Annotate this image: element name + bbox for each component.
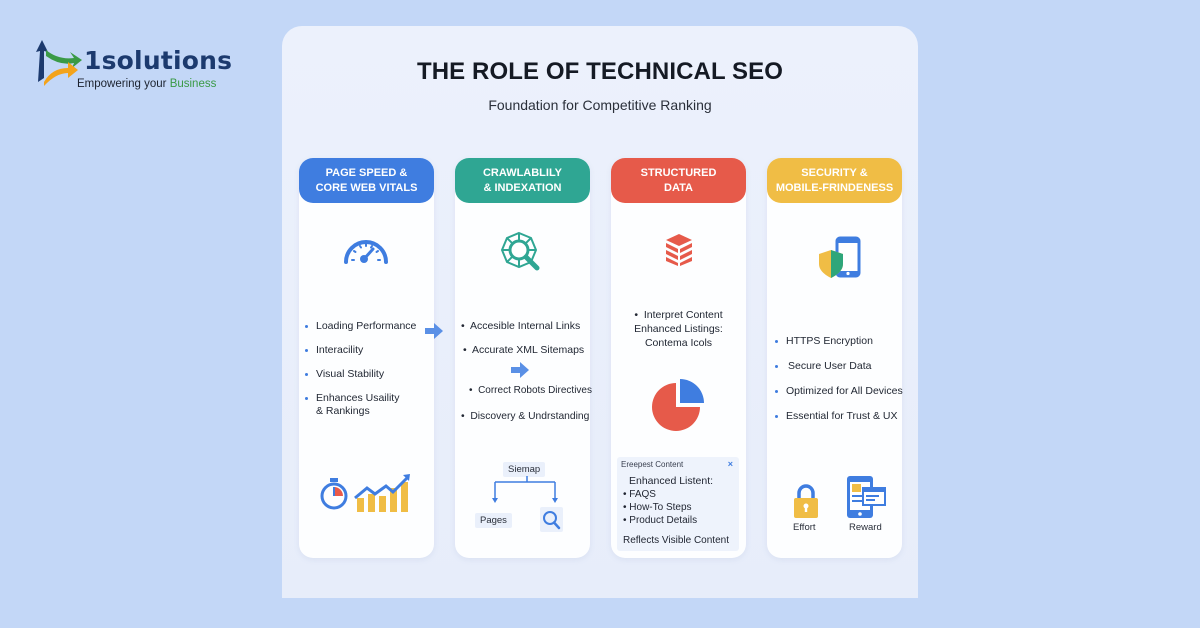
text-line: Contema Icols: [644, 337, 713, 349]
structured-data-text: • Interpret Content Enhanced Listings: C…: [611, 308, 746, 350]
bullet-item: HTTPS Encryption: [775, 335, 903, 348]
pages-node: Pages: [475, 513, 512, 528]
padlock-icon: [794, 484, 818, 518]
card-list: • FAQS • How-To Steps • Product Details: [623, 488, 697, 527]
logo-brand-text: 1solutions: [84, 46, 233, 75]
search-icon: [543, 511, 561, 530]
growth-chart-icon: [354, 474, 410, 512]
column-security-mobile: SECURITY & MOBILE-FRINDENESS HTTPS Encry…: [767, 158, 903, 558]
card-list-item: • Product Details: [623, 515, 698, 526]
column-page-speed: PAGE SPEED & CORE WEB VITALS Loading Per…: [299, 158, 434, 558]
logo-mark-icon: [36, 40, 82, 86]
column-heading: STRUCTURED DATA: [611, 158, 746, 203]
bullet-item: Interacility: [305, 344, 416, 357]
card-header: Ereepest Content: [621, 460, 684, 469]
web-search-icon: [500, 231, 540, 271]
arrow-right-icon: [511, 362, 529, 378]
bullet-item: • Correct Robots Directives: [469, 385, 592, 396]
bullet-item: Enhances Usaility & Rankings: [305, 392, 416, 418]
rich-result-card: Ereepest Content × Enhanced Listent: • F…: [617, 457, 739, 551]
infographic-panel: THE ROLE OF TECHNICAL SEO Foundation for…: [282, 26, 918, 598]
stopwatch-icon: [320, 478, 348, 510]
card-title: Enhanced Listent:: [629, 475, 714, 487]
bullet-item: • Accurate XML Sitemaps: [463, 344, 585, 356]
card-list-item: • How-To Steps: [623, 502, 692, 513]
sitemap-node: Siemap: [503, 462, 546, 477]
bullet-list: Loading Performance Interacility Visual …: [305, 320, 416, 418]
bullet-item: Visual Stability: [305, 368, 416, 381]
bullet-item: Essential for Trust & UX: [775, 410, 903, 423]
text-line: Enhanced Listings:: [634, 323, 723, 335]
column-heading: CRAWLABLILY & INDEXATION: [455, 158, 590, 203]
column-crawlability: CRAWLABLILY & INDEXATION • Accesible Int…: [455, 158, 592, 558]
card-list-item: • FAQS: [623, 489, 656, 500]
card-footer: Reflects Visible Content: [623, 535, 729, 546]
mobile-content-icon: [847, 476, 886, 518]
infographic-subtitle: Foundation for Competitive Ranking: [488, 97, 712, 113]
speedometer-icon: [344, 240, 388, 264]
infographic-title: THE ROLE OF TECHNICAL SEO: [416, 58, 784, 85]
effort-label: Effort: [793, 522, 816, 533]
company-logo: 1solutions Empowering your Business: [32, 38, 232, 93]
bullet-item: • Discovery & Undrstanding: [461, 411, 590, 422]
pie-chart-icon: [652, 379, 704, 431]
shield-phone-icon: [819, 236, 861, 278]
column-structured-data: STRUCTURED DATA • Interpret Content Enha…: [611, 158, 746, 558]
layered-stack-icon: [666, 234, 692, 266]
arrow-right-icon: [425, 323, 443, 339]
search-node: [540, 507, 563, 532]
logo-tagline: Empowering your Business: [77, 78, 217, 90]
bullet-item: • Accesible Internal Links: [461, 320, 581, 332]
column-heading: SECURITY & MOBILE-FRINDENESS: [767, 158, 902, 203]
bullet-item: Optimized for All Devices: [775, 385, 903, 398]
bullet-list: HTTPS Encryption Secure User Data Optimi…: [775, 335, 903, 423]
close-icon[interactable]: ×: [727, 459, 733, 469]
bullet-item: Secure User Data: [775, 360, 903, 373]
sitemap-tree-lines: [492, 476, 558, 503]
bullet-item: Loading Performance: [305, 320, 416, 333]
bullet-item: • Interpret Content: [634, 309, 723, 321]
reward-label: Reward: [849, 522, 882, 533]
column-heading: PAGE SPEED & CORE WEB VITALS: [299, 158, 434, 203]
